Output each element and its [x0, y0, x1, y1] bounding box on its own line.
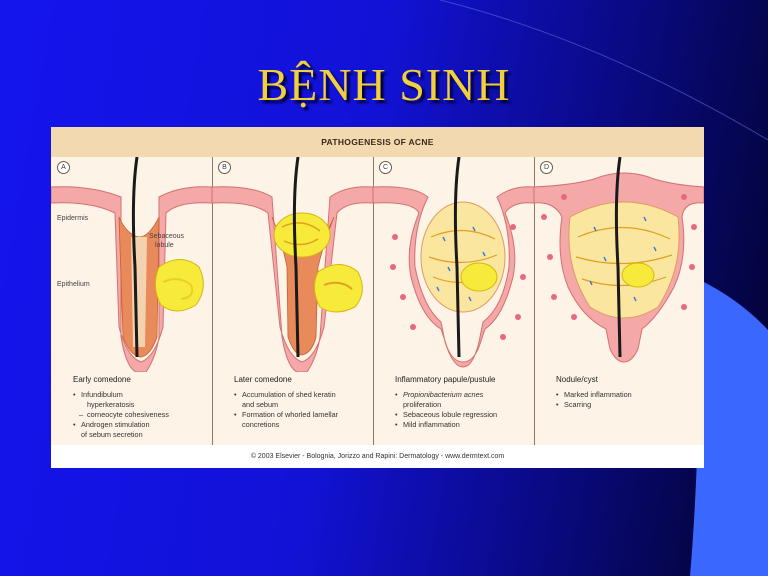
bacterium-name: Propionibacterium acnes	[403, 390, 484, 399]
slide-title: BỆNH SINH	[257, 59, 511, 110]
epidermis-label: Epidermis	[57, 215, 89, 222]
list-item: Infundibulum	[73, 390, 169, 400]
early-comedone-illustration	[51, 157, 212, 372]
acne-pathogenesis-figure: PATHOGENESIS OF ACNE A Epidermis Sebaceo…	[51, 127, 704, 468]
panel-label: B	[218, 161, 231, 174]
stage-list: Infundibulum hyperkeratosis corneocyte c…	[73, 390, 169, 440]
stage-title: Nodule/cyst	[556, 375, 598, 384]
figure-panels: A Epidermis Sebaceous lobule Epithelium …	[51, 157, 704, 445]
figure-footer: © 2003 Elsevier - Bolognia, Jorizzo and …	[250, 453, 505, 460]
list-item: concretions	[242, 420, 280, 429]
list-item: hyperkeratosis	[87, 400, 135, 409]
panel-b: B Later comedone Accumulation of shed ke…	[212, 157, 374, 445]
panel-c: C Inflammatory papule/pustule Propioniba…	[373, 157, 535, 445]
stage-title: Later comedone	[234, 375, 292, 384]
sebaceous-label: Sebaceous	[149, 233, 185, 240]
panel-a: A Epidermis Sebaceous lobule Epithelium …	[51, 157, 213, 445]
inflammatory-papule-illustration	[373, 157, 534, 368]
panel-label: C	[379, 161, 392, 174]
epithelium-label: Epithelium	[57, 281, 90, 288]
list-item: and sebum	[242, 400, 279, 409]
panel-d: D Nodule/cyst Marked inflammation Scarri…	[534, 157, 704, 445]
list-item: Sebaceous lobule regression	[395, 410, 497, 420]
list-item: corneocyte cohesiveness	[73, 410, 169, 420]
figure-header: PATHOGENESIS OF ACNE	[51, 127, 704, 157]
stage-title: Early comedone	[73, 375, 131, 384]
list-item: proliferation	[403, 400, 442, 409]
list-item: Androgen stimulation	[73, 420, 169, 430]
lobule-label: lobule	[155, 242, 174, 249]
panel-label: A	[57, 161, 70, 174]
panel-label: D	[540, 161, 553, 174]
later-comedone-illustration	[212, 157, 373, 372]
stage-list: Accumulation of shed keratin and sebum F…	[234, 390, 338, 430]
list-item: of sebum secretion	[81, 430, 143, 439]
list-item: Accumulation of shed keratin	[234, 390, 338, 400]
stage-title: Inflammatory papule/pustule	[395, 375, 496, 384]
list-item: Formation of whorled lamellar	[234, 410, 338, 420]
list-item: Scarring	[556, 400, 632, 410]
list-item: Marked inflammation	[556, 390, 632, 400]
stage-list: Propionibacterium acnes proliferation Se…	[395, 390, 497, 430]
nodule-cyst-illustration	[534, 157, 704, 363]
stage-list: Marked inflammation Scarring	[556, 390, 632, 410]
list-item: Mild inflammation	[395, 420, 497, 430]
list-item: Propionibacterium acnes	[395, 390, 497, 400]
